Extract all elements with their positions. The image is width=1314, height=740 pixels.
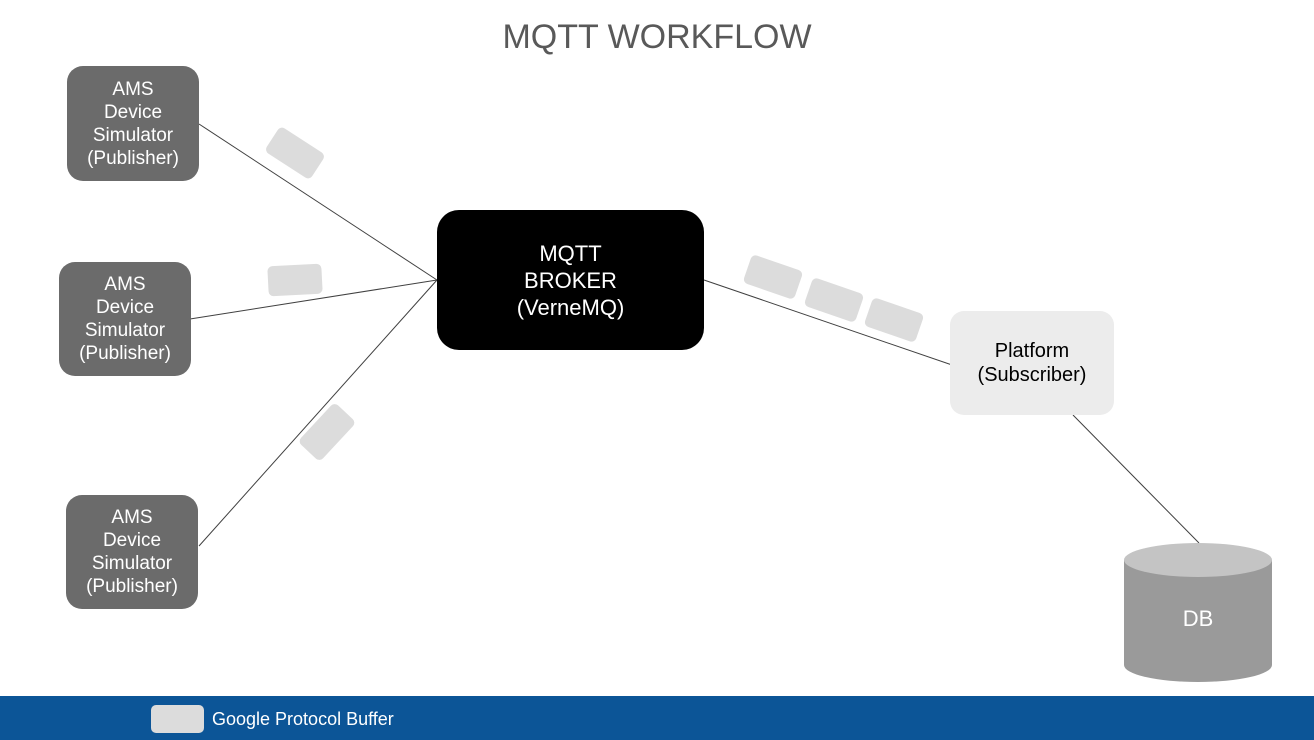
edge-publisher-3-broker [198, 279, 438, 547]
database-cylinder [1124, 543, 1272, 682]
publisher-label: AMS Device Simulator (Publisher) [87, 78, 179, 169]
platform-label: Platform (Subscriber) [977, 340, 1087, 386]
broker-node: MQTT BROKER (VerneMQ) [437, 210, 704, 350]
edge-broker-platform [703, 279, 956, 367]
publisher-label: AMS Device Simulator (Publisher) [79, 274, 171, 364]
publisher-label: AMS Device Simulator (Publisher) [86, 507, 178, 597]
broker-label: MQTT BROKER (VerneMQ) [516, 240, 625, 320]
publisher-node-1: AMS Device Simulator (Publisher) [67, 66, 199, 181]
diagram-title: MQTT WORKFLOW [502, 18, 812, 56]
legend-footer [0, 696, 1314, 740]
edge-platform-db [1072, 414, 1200, 544]
platform-node: Platform (Subscriber) [950, 311, 1114, 415]
legend-label: Google Protocol Buffer [212, 709, 394, 729]
packet-icon [267, 263, 323, 297]
protocol-buffer-legend-icon [151, 705, 204, 733]
publisher-node-2: AMS Device Simulator (Publisher) [59, 262, 191, 376]
database-label: DB [1182, 606, 1214, 631]
publisher-node-3: AMS Device Simulator (Publisher) [66, 495, 198, 609]
edge-publisher-2-broker [189, 279, 438, 320]
edge-publisher-1-broker [198, 123, 438, 281]
